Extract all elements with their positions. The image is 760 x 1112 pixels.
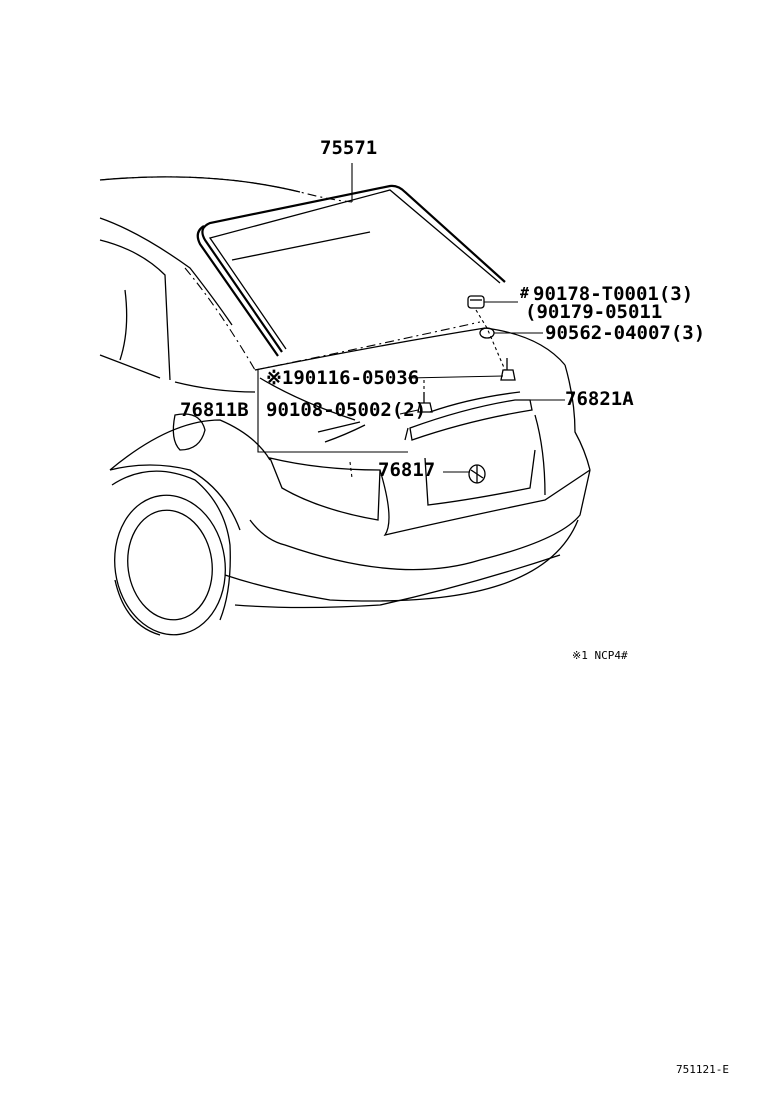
alignment-dashes-right <box>475 309 506 371</box>
screw-left <box>417 392 433 413</box>
car-body-outline <box>99 176 591 636</box>
part-label-90108: 90108-05002(2) <box>266 399 426 421</box>
part-label-76817: 76817 <box>378 459 435 481</box>
model-note: ※1 NCP4# <box>572 649 628 662</box>
nut-76817 <box>468 464 486 484</box>
garnish-76821a <box>404 391 533 441</box>
part-label-90116: ※190116-05036 <box>266 367 419 389</box>
part-label-75571: 75571 <box>320 137 377 159</box>
leader-90108 <box>399 409 419 415</box>
clip-90178 <box>467 295 485 309</box>
part-label-90562: 90562-04007(3) <box>545 322 705 344</box>
part-label-76821a: 76821A <box>565 388 634 410</box>
screw-upper-right <box>500 358 516 381</box>
part-label-90178: 90178-T0001(3) <box>533 283 693 305</box>
hash-mark: # <box>520 284 529 302</box>
diagram-code: 751121-E <box>676 1063 729 1076</box>
part-label-90179: (90179-05011 <box>525 301 662 323</box>
leader-90116 <box>407 375 504 379</box>
part-label-76811b: 76811B <box>180 399 249 421</box>
washer-90562 <box>479 327 495 339</box>
back-window-moulding <box>196 184 506 357</box>
leader-76811b <box>257 370 408 453</box>
